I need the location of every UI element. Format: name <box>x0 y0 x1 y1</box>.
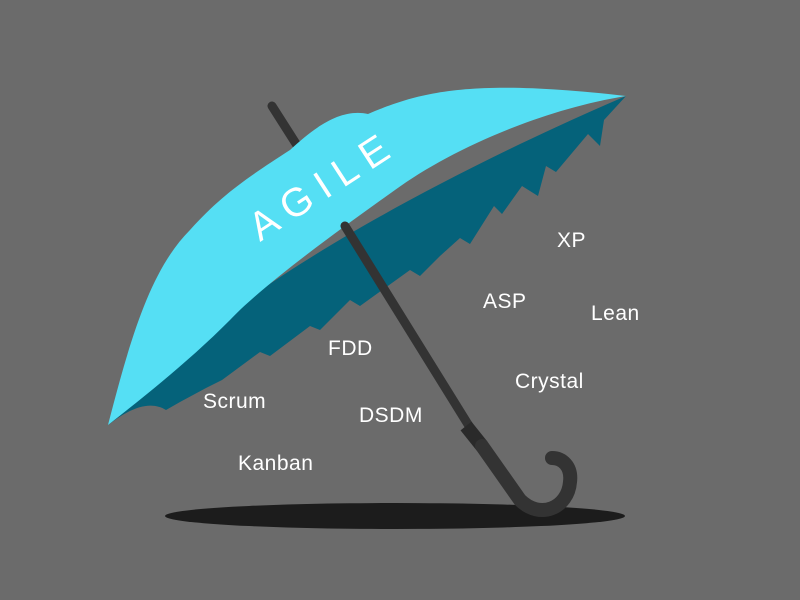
method-label-asp: ASP <box>483 290 527 313</box>
method-label-fdd: FDD <box>328 337 373 360</box>
umbrella-handle <box>475 439 578 517</box>
method-label-lean: Lean <box>591 302 640 325</box>
method-label-dsdm: DSDM <box>359 404 423 427</box>
umbrella-tip <box>267 101 305 155</box>
method-label-crystal: Crystal <box>515 370 584 393</box>
method-label-kanban: Kanban <box>238 452 314 475</box>
method-label-xp: XP <box>557 229 587 252</box>
method-label-scrum: Scrum <box>203 390 267 413</box>
umbrella-shaft <box>340 221 479 439</box>
canopy-outer <box>108 87 626 425</box>
ground-shadow <box>165 503 625 529</box>
